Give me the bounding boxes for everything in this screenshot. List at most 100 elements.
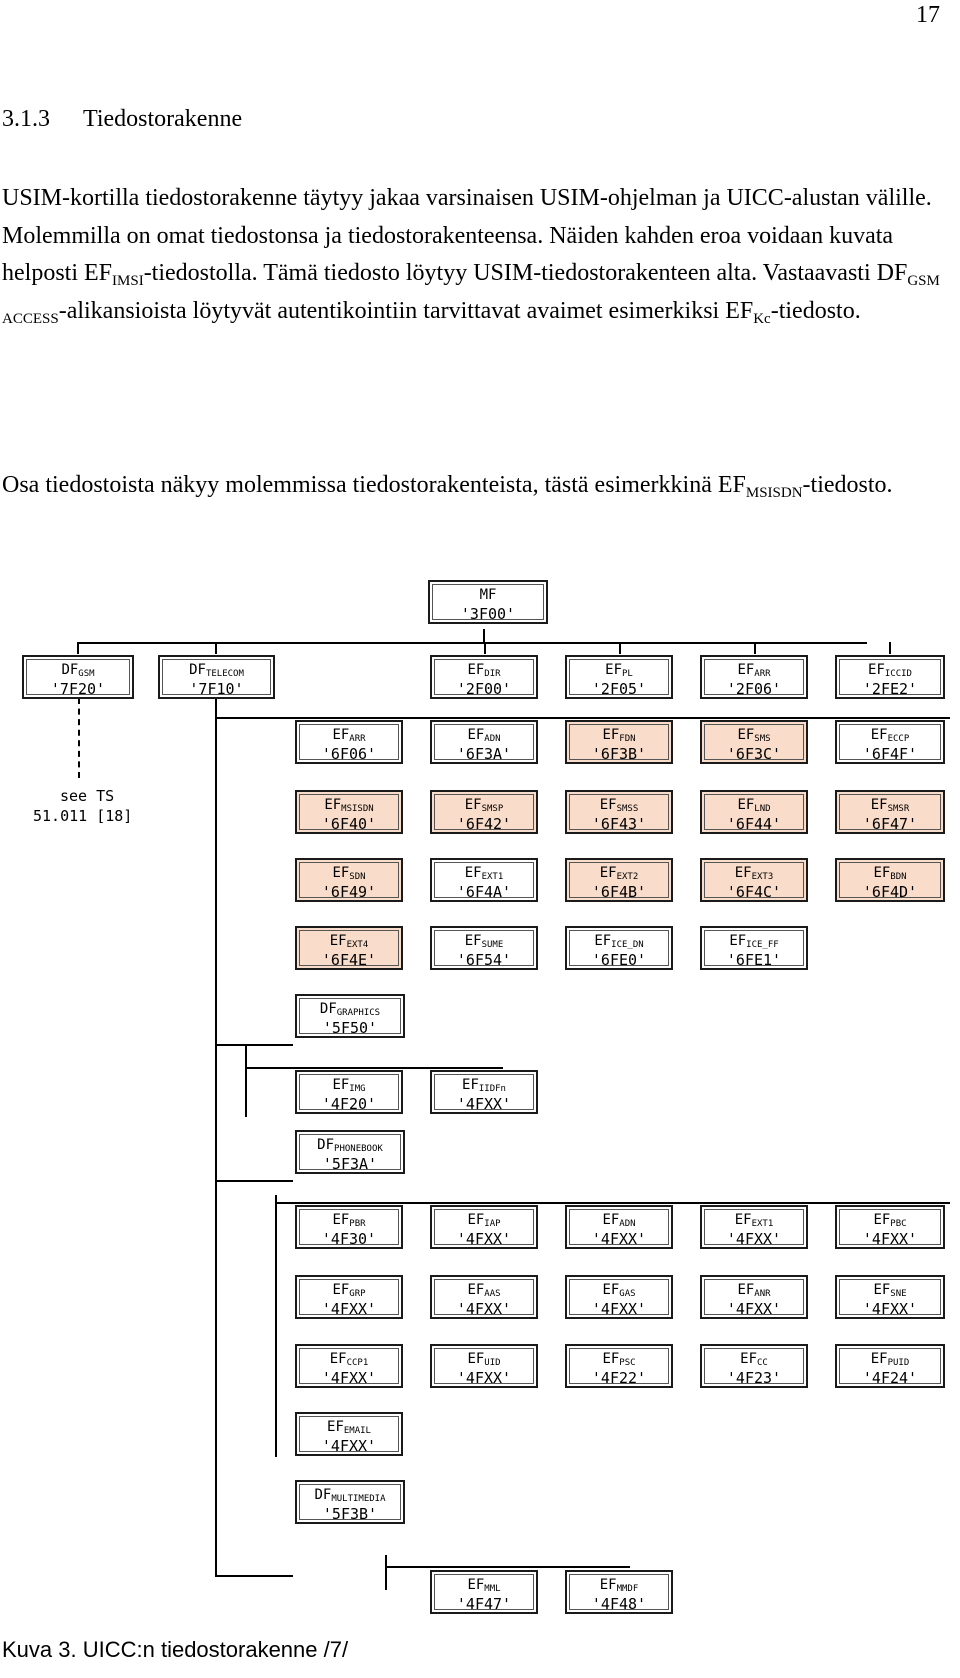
file-name: EFSMSS [567, 796, 671, 814]
file-prefix: EF [467, 1282, 485, 1298]
file-structure-diagram: see TS 51.011 [18] MF'3F00'DFGSM'7F20'DF… [0, 580, 960, 1635]
file-id: '5F3A' [322, 1155, 378, 1173]
file-box-ef-adn-4fxx: EFADN'4FXX' [565, 1205, 673, 1249]
file-subscript: IIDFn [478, 1084, 506, 1094]
file-prefix: EF [740, 1351, 757, 1367]
file-id: '6FE1' [726, 951, 782, 969]
page-number: 17 [916, 2, 940, 28]
connector-phonebook-branch [215, 1180, 293, 1182]
connector-graphics-trunk [245, 1045, 247, 1117]
file-id: '2F00' [456, 680, 512, 698]
file-subscript: EMAIL [343, 1426, 371, 1436]
file-prefix: EF [870, 1351, 888, 1367]
file-subscript: EXT4 [346, 940, 369, 950]
figure-caption: Kuva 3. UICC:n tiedostorakenne /7/ [2, 1637, 349, 1662]
file-prefix: EF [737, 727, 755, 743]
file-prefix: DF [61, 662, 79, 678]
file-subscript: ICE_DN [611, 940, 644, 950]
file-prefix: DF [314, 1487, 332, 1503]
file-name: EFARR [297, 726, 401, 744]
file-subscript: ECCP [887, 734, 910, 744]
file-prefix: EF [873, 1282, 891, 1298]
file-name: EFEXT2 [567, 864, 671, 882]
file-prefix: EF [332, 1077, 350, 1093]
file-subscript: CCP1 [346, 1358, 369, 1368]
file-subscript: ADN [619, 1219, 636, 1229]
file-name: EFICCID [837, 661, 943, 679]
connector-graphics-bus [245, 1067, 503, 1069]
file-id: '5F3B' [322, 1505, 378, 1523]
connector-graphics-branch [215, 1044, 293, 1046]
file-subscript: PUID [887, 1358, 910, 1368]
file-box-ef-ext2: EFEXT2'6F4B' [565, 858, 673, 902]
file-id: '4FXX' [456, 1095, 512, 1113]
file-name: EFICE_DN [567, 932, 671, 950]
file-subscript: SMSS [616, 804, 639, 814]
file-subscript: MSISDN [341, 804, 374, 814]
file-id: '4F48' [591, 1595, 647, 1613]
file-subscript: SDN [349, 872, 366, 882]
file-box-ef-arr-2f06: EFARR'2F06' [700, 655, 808, 699]
file-box-ef-grp: EFGRP'4FXX' [295, 1275, 403, 1319]
connector-top-bus [77, 642, 867, 644]
file-name: EFIIDFn [432, 1076, 536, 1094]
file-prefix: EF [602, 1351, 620, 1367]
file-prefix: EF [602, 727, 620, 743]
file-id: '6F49' [321, 883, 377, 901]
text-run: Osa tiedostoista näkyy molemmissa tiedos… [2, 472, 746, 498]
file-id: '4FXX' [591, 1230, 647, 1248]
file-id: '6F40' [321, 815, 377, 833]
file-name: EFADN [567, 1211, 671, 1229]
file-prefix: EF [737, 662, 755, 678]
file-subscript: CC [757, 1358, 768, 1368]
connector-multimedia-bus [385, 1566, 630, 1568]
file-name: DFGRAPHICS [297, 1000, 403, 1018]
see-ts-ref: 51.011 [18] [33, 807, 133, 825]
file-id: '4FXX' [456, 1230, 512, 1248]
file-name: EFSMSP [432, 796, 536, 814]
file-prefix: EF [464, 797, 482, 813]
file-subscript: MML [484, 1584, 501, 1594]
file-id: '4FXX' [726, 1230, 782, 1248]
file-name: EFGRP [297, 1281, 401, 1299]
file-prefix: DF [189, 662, 206, 678]
file-prefix: EF [594, 933, 612, 949]
file-box-df-multimedia: DFMULTIMEDIA'5F3B' [295, 1480, 405, 1524]
file-subscript: SMSP [481, 804, 504, 814]
file-prefix: MF [479, 587, 497, 603]
file-id: '4F23' [726, 1369, 782, 1387]
file-box-ef-ext3: EFEXT3'6F4C' [700, 858, 808, 902]
file-id: '4F22' [591, 1369, 647, 1387]
file-name: DFGSM [24, 661, 132, 679]
file-name: DFPHONEBOOK [297, 1136, 403, 1154]
file-subscript: ANR [754, 1289, 771, 1299]
file-name: EFANR [702, 1281, 806, 1299]
file-name: EFMMDF [567, 1576, 671, 1594]
file-box-ef-aas: EFAAS'4FXX' [430, 1275, 538, 1319]
file-name: EFICE_FF [702, 932, 806, 950]
file-prefix: EF [602, 1282, 620, 1298]
file-subscript: SNE [890, 1289, 907, 1299]
file-subscript: ICE_FF [746, 940, 779, 950]
file-box-ef-pbc: EFPBC'4FXX' [835, 1205, 945, 1249]
file-name: EFSDN [297, 864, 401, 882]
file-id: '4F24' [862, 1369, 918, 1387]
file-subscript: BDN [890, 872, 907, 882]
file-subscript: PL [622, 669, 633, 679]
connector-phonebook-bus [275, 1202, 950, 1204]
file-id: '6F3B' [591, 745, 647, 763]
file-prefix: EF [332, 727, 350, 743]
file-subscript: SMSR [887, 804, 910, 814]
text-run: -tiedostolla. Tämä tiedosto löytyy USIM-… [143, 260, 908, 286]
file-id: '6F4E' [321, 951, 377, 969]
file-prefix: EF [873, 865, 891, 881]
file-box-ef-cc: EFCC'4F23' [700, 1344, 808, 1388]
file-box-ef-adn-6f3a: EFADN'6F3A' [430, 720, 538, 764]
file-id: '6FE0' [591, 951, 647, 969]
file-name: EFAAS [432, 1281, 536, 1299]
file-box-ef-sdn: EFSDN'6F49' [295, 858, 403, 902]
file-id: '2F05' [591, 680, 647, 698]
file-box-ef-psc: EFPSC'4F22' [565, 1344, 673, 1388]
file-id: '4FXX' [862, 1300, 918, 1318]
file-prefix: EF [329, 933, 347, 949]
